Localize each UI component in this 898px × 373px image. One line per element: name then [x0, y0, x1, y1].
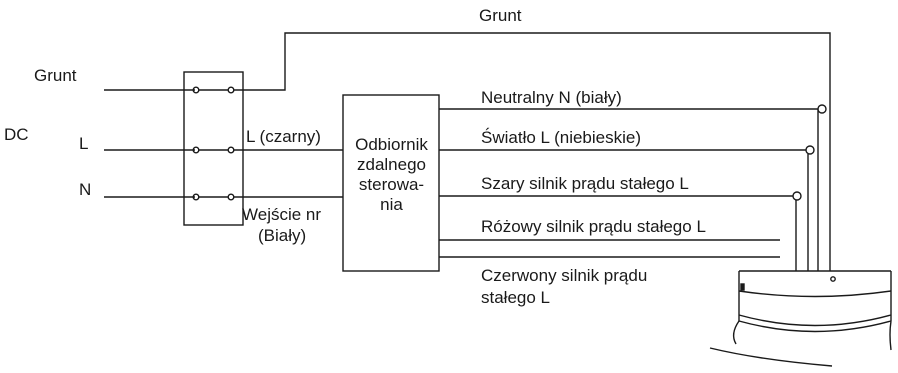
- n-input-label: N: [79, 180, 92, 199]
- contact-n-out: [227, 193, 235, 201]
- fixture-band-lower: [738, 314, 892, 327]
- ground-left-label: Grunt: [34, 66, 77, 85]
- ground-top-label: Grunt: [479, 6, 522, 25]
- l-black-label: L (czarny): [246, 127, 321, 146]
- light-terminal: [805, 145, 815, 155]
- ground-wire: [234, 32, 831, 271]
- n-input-label-line2: (Biały): [258, 226, 307, 245]
- red-motor-label-line1: Czerwony silnik prądu: [481, 266, 648, 285]
- switch-box: [183, 71, 244, 226]
- grey-motor-terminal: [792, 191, 802, 201]
- neutral-label: Neutralny N (biały): [481, 88, 622, 107]
- neutral-terminal: [817, 104, 827, 114]
- fixture-band-upper: [738, 290, 892, 298]
- contact-n-in: [192, 193, 200, 201]
- fixture-left-curve: [732, 320, 740, 345]
- fixture-base-curve: [709, 347, 833, 367]
- receiver-label-line3: sterowa-: [358, 175, 425, 194]
- pink-motor-label: Różowy silnik prądu stałego L: [481, 217, 706, 236]
- receiver-label-line1: Odbiornik: [355, 135, 428, 154]
- red-motor-label-line2: stałego L: [481, 288, 550, 307]
- l-input-label: L: [79, 134, 89, 153]
- light-label: Światło L (niebieskie): [481, 128, 641, 147]
- contact-ground-in: [192, 86, 200, 94]
- receiver-box: [342, 94, 440, 272]
- fixture-terminal-dot: [830, 276, 836, 282]
- contact-l-out: [227, 146, 235, 154]
- n-input-label-line1: Wejście nr: [242, 205, 322, 224]
- receiver-label: Odbiornik zdalnego sterowa- nia: [343, 135, 440, 215]
- dc-label: DC: [4, 125, 29, 144]
- contact-l-in: [192, 146, 200, 154]
- receiver-label-line2: zdalnego: [356, 155, 426, 174]
- receiver-label-line4: nia: [380, 195, 403, 214]
- contact-ground-out: [227, 86, 235, 94]
- grey-motor-label: Szary silnik prądu stałego L: [481, 174, 689, 193]
